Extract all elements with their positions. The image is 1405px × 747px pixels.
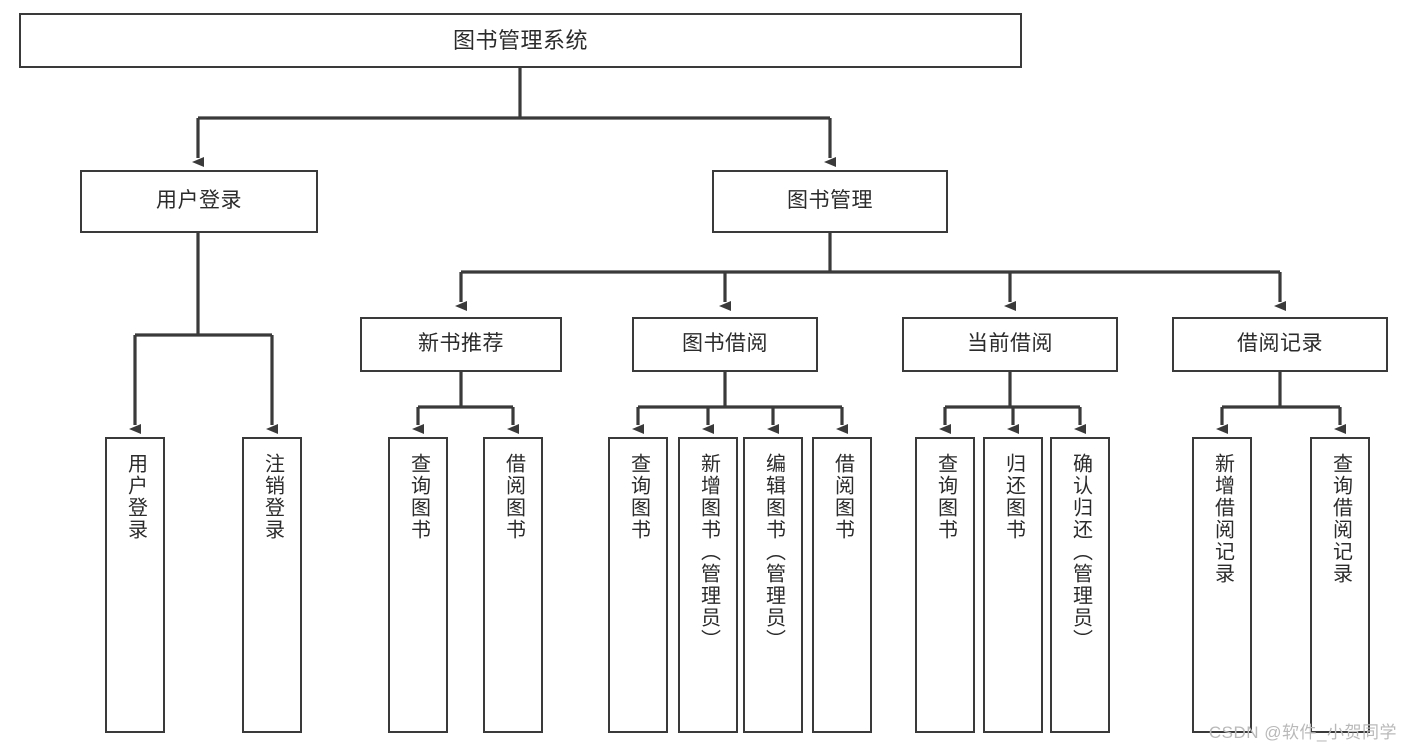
node-book-borrow[interactable]: 图书借阅	[632, 317, 818, 372]
node-leaf-user-logout[interactable]: 注销登录	[242, 437, 302, 733]
node-current-borrow[interactable]: 当前借阅	[902, 317, 1118, 372]
node-leaf-query-book-1[interactable]: 查询图书	[388, 437, 448, 733]
node-leaf-user-login-label: 用户登录	[124, 453, 147, 541]
node-leaf-borrow-book-2-label: 借阅图书	[831, 453, 854, 541]
node-leaf-query-book-2-label: 查询图书	[627, 453, 650, 541]
node-leaf-return-book-label: 归还图书	[1002, 453, 1025, 541]
node-user-login[interactable]: 用户登录	[80, 170, 318, 233]
node-leaf-borrow-book-2[interactable]: 借阅图书	[812, 437, 872, 733]
node-leaf-user-logout-label: 注销登录	[261, 453, 284, 541]
node-borrow-record-label: 借阅记录	[1237, 332, 1323, 356]
node-leaf-borrow-book-1[interactable]: 借阅图书	[483, 437, 543, 733]
node-leaf-query-record[interactable]: 查询借阅记录	[1310, 437, 1370, 733]
node-leaf-query-book-1-label: 查询图书	[407, 453, 430, 541]
node-leaf-query-book-3[interactable]: 查询图书	[915, 437, 975, 733]
node-root-label: 图书管理系统	[452, 27, 588, 53]
node-book-borrow-label: 图书借阅	[682, 332, 768, 356]
node-leaf-edit-book[interactable]: 编辑图书（管理员）	[743, 437, 803, 733]
node-leaf-add-record-label: 新增借阅记录	[1211, 453, 1234, 585]
node-leaf-user-login[interactable]: 用户登录	[105, 437, 165, 733]
node-leaf-add-book-label: 新增图书（管理员）	[697, 453, 720, 651]
node-leaf-borrow-book-1-label: 借阅图书	[502, 453, 525, 541]
node-leaf-edit-book-label: 编辑图书（管理员）	[762, 453, 785, 651]
node-book-manage-label: 图书管理	[787, 189, 873, 213]
node-new-book-recommend-label: 新书推荐	[418, 332, 504, 356]
node-leaf-return-book[interactable]: 归还图书	[983, 437, 1043, 733]
node-leaf-add-record[interactable]: 新增借阅记录	[1192, 437, 1252, 733]
node-current-borrow-label: 当前借阅	[967, 332, 1053, 356]
node-leaf-query-record-label: 查询借阅记录	[1329, 453, 1352, 585]
node-new-book-recommend[interactable]: 新书推荐	[360, 317, 562, 372]
node-user-login-label: 用户登录	[156, 189, 242, 213]
node-leaf-query-book-3-label: 查询图书	[934, 453, 957, 541]
node-leaf-confirm-return-label: 确认归还（管理员）	[1069, 453, 1092, 651]
node-leaf-confirm-return[interactable]: 确认归还（管理员）	[1050, 437, 1110, 733]
node-leaf-query-book-2[interactable]: 查询图书	[608, 437, 668, 733]
node-leaf-add-book[interactable]: 新增图书（管理员）	[678, 437, 738, 733]
node-borrow-record[interactable]: 借阅记录	[1172, 317, 1388, 372]
watermark-text: CSDN @软件_小贺同学	[1208, 723, 1397, 742]
node-book-manage[interactable]: 图书管理	[712, 170, 948, 233]
node-root[interactable]: 图书管理系统	[19, 13, 1022, 68]
